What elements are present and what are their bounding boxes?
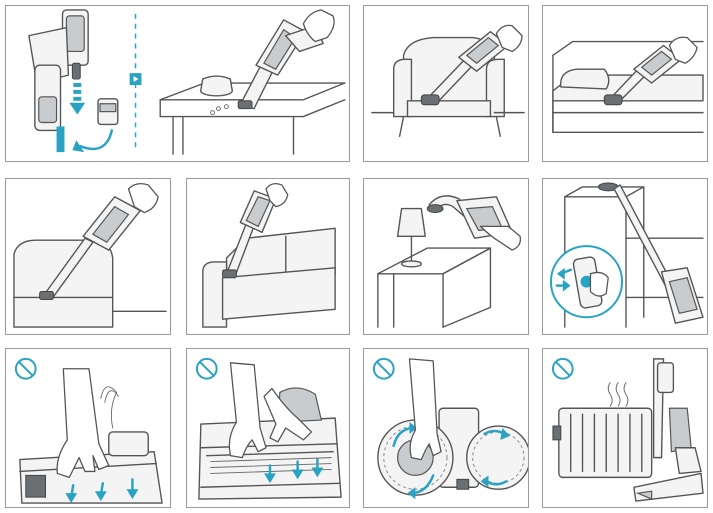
panel-attach-tool-table [5,5,350,162]
illustration-warning-floor-brush [14,357,163,504]
illustration-clean-side-table [377,195,521,328]
prohibited-sign-icon [372,357,395,380]
illustration-clean-cabinet-top [549,182,704,328]
panel-clean-armchair [363,5,529,162]
illustration-clean-chair-crevice [13,182,167,328]
illustration-clean-bed [552,36,704,134]
panel-clean-chair-crevice [5,178,171,335]
panel-clean-sofa [186,178,350,335]
panel-warning-brush-roll [186,348,350,508]
prohibited-sign-icon [14,357,37,380]
prohibited-sign-icon [195,357,218,380]
illustration-warning-mop-pads [372,357,528,500]
panel-warning-mop-pads [363,348,529,508]
illustration-warning-heater [551,357,704,502]
panel-clean-side-table [363,178,529,335]
illustration-warning-brush-roll [195,357,342,500]
illustration-attach-tool-table [28,9,346,155]
panel-clean-cabinet-top [542,178,708,335]
illustration-clean-sofa [202,182,336,328]
panel-clean-bed [542,5,708,162]
panel-warning-heater [542,348,708,508]
panel-warning-floor-brush [5,348,171,508]
illustration-clean-armchair [371,24,525,138]
prohibited-sign-icon [551,357,574,380]
